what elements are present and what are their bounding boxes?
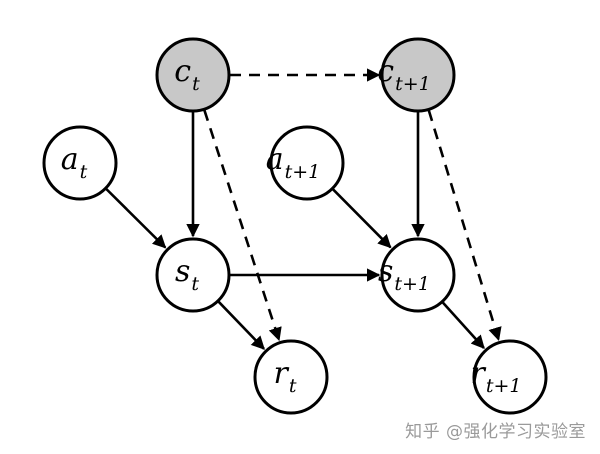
node-label-subscript: t [191,273,199,295]
node-label-subscript: t+1 [486,375,522,397]
node-circle [155,37,231,113]
node-label: at [61,142,88,183]
node-label-subscript: t [289,375,297,397]
edges-layer [105,68,502,350]
node-circle [42,125,118,201]
node-a_t: at [42,125,118,201]
node-c_t1: ct+1 [377,37,456,113]
watermark-text: 知乎 @强化学习实验室 [405,422,586,442]
node-label: st+1 [378,254,430,295]
edge-s_t1-to-r_t1 [441,301,485,350]
node-circle [155,237,231,313]
node-label-subscript: t+1 [285,161,321,183]
node-label: st [175,254,199,295]
node-circle [253,339,329,415]
node-label: ct [174,54,200,95]
node-a_t1: at+1 [266,125,345,201]
node-label-base: r [471,356,487,391]
node-circle [380,37,456,113]
node-circle [380,237,456,313]
edge-c_t-to-r_t [203,109,282,342]
node-label-base: a [61,142,79,177]
node-r_t: rt [253,339,329,415]
edge-c_t1-to-r_t1 [427,110,502,341]
node-label-base: a [266,142,284,177]
edge-a_t1-to-s_t1 [332,188,392,249]
node-circle [269,125,345,201]
node-label-base: s [175,254,190,289]
node-label-base: c [377,54,394,89]
node-s_t1: st+1 [378,237,456,313]
node-label: at+1 [266,142,321,183]
node-label: rt [274,356,297,397]
node-label-base: s [378,254,393,289]
node-c_t: ct [155,37,231,113]
node-label-subscript: t+1 [394,273,430,295]
edge-a_t-to-s_t [105,188,167,249]
node-circle [472,339,548,415]
edge-s_t-to-r_t [217,300,265,350]
node-r_t1: rt+1 [471,339,548,415]
node-label-subscript: t [192,73,200,95]
node-label-subscript: t+1 [395,73,431,95]
node-label-base: c [174,54,191,89]
node-label: ct+1 [377,54,430,95]
node-label-subscript: t [80,161,88,183]
node-s_t: st [155,237,231,313]
node-label: rt+1 [471,356,522,397]
node-label-base: r [274,356,290,391]
